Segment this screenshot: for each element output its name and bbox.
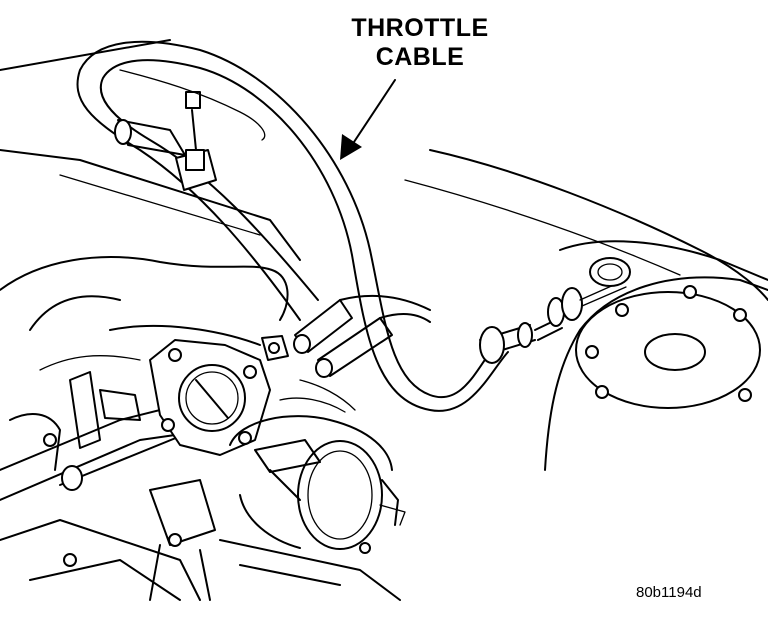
callout-line-1: THROTTLE [351, 14, 489, 42]
cable-grommet-assembly [479, 257, 631, 364]
dash-panel [404, 149, 768, 471]
callout-line-2: CABLE [375, 43, 465, 71]
hood-panel-lines [0, 39, 301, 261]
lower-engine-details [149, 479, 406, 601]
throttle-cable-label: THROTTLE CABLE [330, 14, 510, 72]
figure-id: 80b1194d [636, 584, 702, 601]
cable-bracket-clip [119, 69, 266, 191]
throttle-cable [76, 40, 509, 412]
air-intake-tube [229, 379, 399, 550]
callout-arrow [340, 79, 396, 160]
throttle-body [149, 335, 289, 456]
